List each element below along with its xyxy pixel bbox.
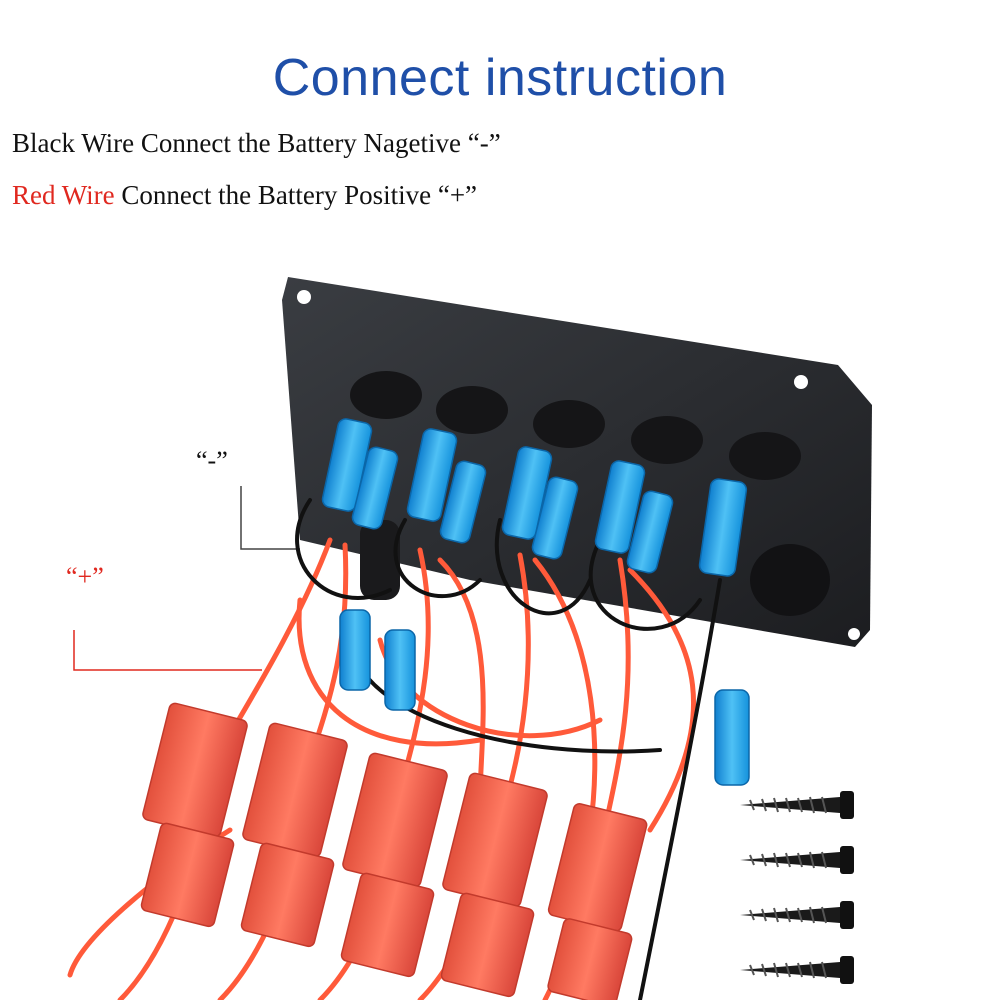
mount-hole xyxy=(297,290,311,304)
positive-pointer-line xyxy=(73,630,262,671)
screw xyxy=(740,846,854,874)
black-wire-instruction: Black Wire Connect the Battery Nagetive … xyxy=(12,128,501,158)
red-wire-rest-text: Connect the Battery Positive “+” xyxy=(114,180,478,210)
screws xyxy=(740,791,854,984)
mount-hole xyxy=(848,628,860,640)
socket-body xyxy=(750,544,830,616)
blue-terminals xyxy=(321,418,750,786)
positive-label: “+” xyxy=(66,562,104,591)
negative-pointer-line xyxy=(240,486,300,550)
mount-hole xyxy=(794,375,808,389)
switch-bodies xyxy=(350,371,830,616)
red-wire-instruction: Red Wire Connect the Battery Positive “+… xyxy=(12,180,477,211)
red-wire-text: Red Wire xyxy=(12,180,115,210)
fuse-holders xyxy=(140,702,648,1000)
screw xyxy=(740,901,854,929)
page-title: Connect instruction xyxy=(272,49,728,107)
screw xyxy=(740,956,854,984)
screw xyxy=(740,791,854,819)
negative-label: “-” xyxy=(196,446,228,475)
